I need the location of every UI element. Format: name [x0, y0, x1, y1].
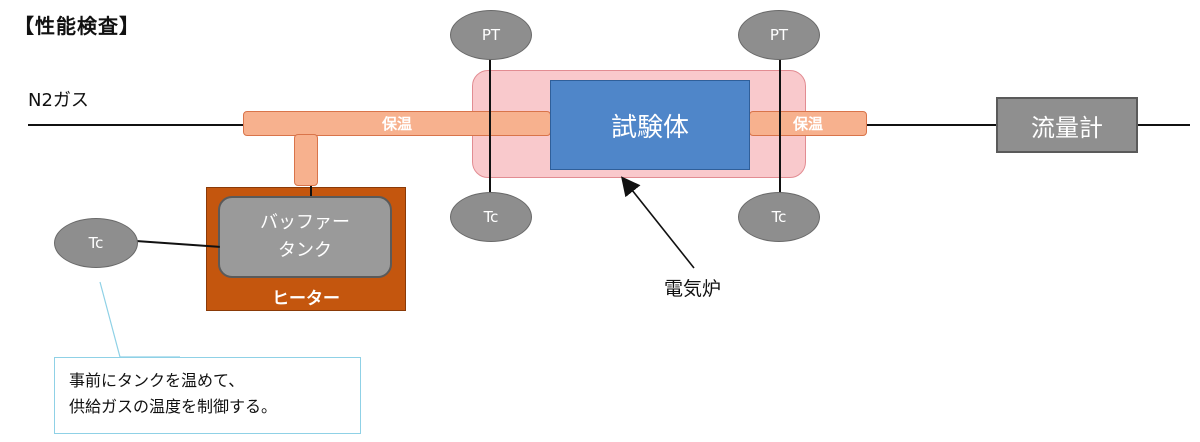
n2-gas-label: N2ガス [28, 90, 89, 111]
pt-sensor-right-label: PT [769, 26, 789, 44]
buffer-tank-label-line2: タンク [278, 240, 332, 261]
tc-sensor-buffer-label: Tc [88, 234, 104, 252]
insulated-pipe-right: 保温 [749, 111, 867, 136]
pt-sensor-left-label: PT [481, 26, 501, 44]
tc-sensor-left-label: Tc [483, 208, 499, 226]
callout-line-1: 事前にタンクを温めて、 [69, 371, 245, 390]
callout-note: 事前にタンクを温めて、 供給ガスの温度を制御する。 [54, 357, 361, 434]
pt-sensor-right: PT [738, 10, 820, 60]
buffer-tank: バッファー タンク [218, 196, 392, 278]
insulation-label-left: 保温 [381, 115, 412, 133]
tc-sensor-right-label: Tc [771, 208, 787, 226]
gas-line-to-flowmeter [866, 124, 996, 126]
flow-meter-label: 流量計 [1031, 113, 1103, 142]
heater-label: ヒーター [272, 289, 340, 309]
sensor-line-right [779, 56, 781, 198]
pt-sensor-left: PT [450, 10, 532, 60]
diagram-title: 【性能検査】 [14, 14, 140, 38]
buffer-feed-line [310, 186, 312, 198]
tc-sensor-buffer: Tc [54, 218, 138, 268]
electric-furnace-label: 電気炉 [664, 278, 722, 300]
sensor-line-left [489, 56, 491, 198]
tc-sensor-left: Tc [450, 192, 532, 242]
callout-line-2: 供給ガスの温度を制御する。 [69, 397, 278, 416]
gas-line-outlet [1138, 124, 1190, 126]
insulated-pipe-branch [294, 134, 318, 186]
insulated-pipe-left: 保温 [243, 111, 551, 136]
specimen-label: 試験体 [610, 112, 689, 143]
tc-sensor-right: Tc [738, 192, 820, 242]
buffer-tank-label-line1: バッファー [260, 212, 350, 233]
specimen-box: 試験体 [550, 80, 750, 170]
insulation-label-right: 保温 [792, 115, 823, 133]
flow-meter-box: 流量計 [996, 97, 1138, 153]
gas-line-inlet [28, 124, 246, 126]
